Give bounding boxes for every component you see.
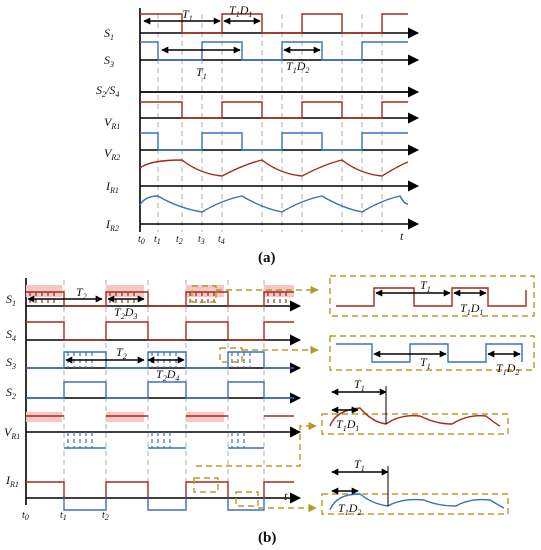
dim-label-b-t2-s3: T2 — [116, 345, 127, 361]
waveform-s3 — [140, 41, 408, 61]
tick-a-t3: t3 — [198, 234, 205, 246]
inset4-t1: T1 — [354, 457, 365, 473]
inset3-t1: T1 — [354, 377, 365, 393]
zoom-connectors — [196, 285, 319, 513]
dim-label-a-t1d2: T1D2 — [286, 59, 309, 75]
panel-b-gridlines — [63, 280, 265, 505]
waveform-ir2 — [139, 195, 409, 213]
dim-label-a-t1-s3: T1 — [196, 65, 207, 81]
label-a-ir2: IR2 — [105, 217, 119, 233]
inset1-t1: T1 — [420, 278, 431, 294]
inset2-t1d2: T1D2 — [496, 361, 519, 377]
inset2-t1: T1 — [420, 355, 431, 371]
tick-b-t0: t0 — [22, 510, 29, 522]
caption-b: (b) — [258, 530, 276, 546]
zoom-inset-2 — [329, 335, 535, 371]
label-b-ir1: IR1 — [5, 473, 19, 489]
zoom-inset-1 — [329, 275, 535, 317]
panel-b-axes — [26, 300, 302, 504]
waveform-vr1 — [140, 101, 408, 119]
dim-label-b-t2d4: T2D4 — [156, 367, 179, 383]
time-axis-b: t — [284, 489, 288, 503]
tick-a-t2: t2 — [176, 234, 183, 246]
inset1-t1d1: T1D1 — [460, 301, 483, 317]
waveform-ir1 — [139, 159, 409, 177]
zoom-inset-3 — [321, 386, 509, 435]
tick-a-t4: t4 — [218, 234, 225, 246]
label-a-s1: S1 — [104, 26, 114, 42]
dim-label-a-t1: T1 — [182, 7, 193, 23]
dim-label-b-t2: T2 — [76, 285, 87, 301]
waveform-s1 — [140, 13, 408, 34]
label-a-vr1: VR1 — [104, 115, 120, 131]
label-a-vr2: VR2 — [104, 146, 120, 162]
tick-b-t1: t1 — [60, 510, 67, 522]
waveform-b-s4 — [26, 321, 294, 341]
dim-label-b-t2d3: T2D3 — [114, 305, 137, 321]
caption-a: (a) — [258, 250, 276, 266]
label-a-s3: S3 — [104, 53, 114, 69]
inset4-t1d2: T1D2 — [338, 501, 361, 517]
waveform-b-ir1-neg — [63, 498, 265, 511]
label-a-ir1: IR1 — [105, 179, 119, 195]
waveform-b-vr1-neg-pwm — [67, 432, 245, 448]
zoom-inset-4 — [321, 466, 509, 515]
label-b-s2: S2 — [6, 385, 16, 401]
waveform-b-s2 — [26, 381, 294, 399]
tick-b-t2: t2 — [102, 510, 109, 522]
label-b-s4: S4 — [6, 327, 16, 343]
waveform-b-s3 — [26, 351, 294, 369]
panel-a — [139, 8, 420, 232]
time-axis-a: t — [400, 229, 404, 243]
label-b-s3: S3 — [6, 355, 16, 371]
label-a-s2s4: S2/S4 — [96, 83, 119, 99]
waveform-b-s1 — [26, 291, 294, 307]
waveform-b-ir1 — [26, 481, 294, 498]
dim-label-a-t1d1: T1D1 — [229, 3, 252, 19]
panel-b — [25, 278, 319, 513]
tick-a-t0: t0 — [138, 234, 145, 246]
label-b-s1: S1 — [6, 292, 16, 308]
label-b-vr1: VR1 — [4, 425, 20, 441]
inset3-t1d1: T1D1 — [336, 417, 359, 433]
panel-a-gridlines — [157, 14, 383, 232]
zoom-markers — [191, 285, 259, 507]
tick-a-t1: t1 — [154, 234, 161, 246]
waveform-vr2 — [140, 132, 408, 151]
